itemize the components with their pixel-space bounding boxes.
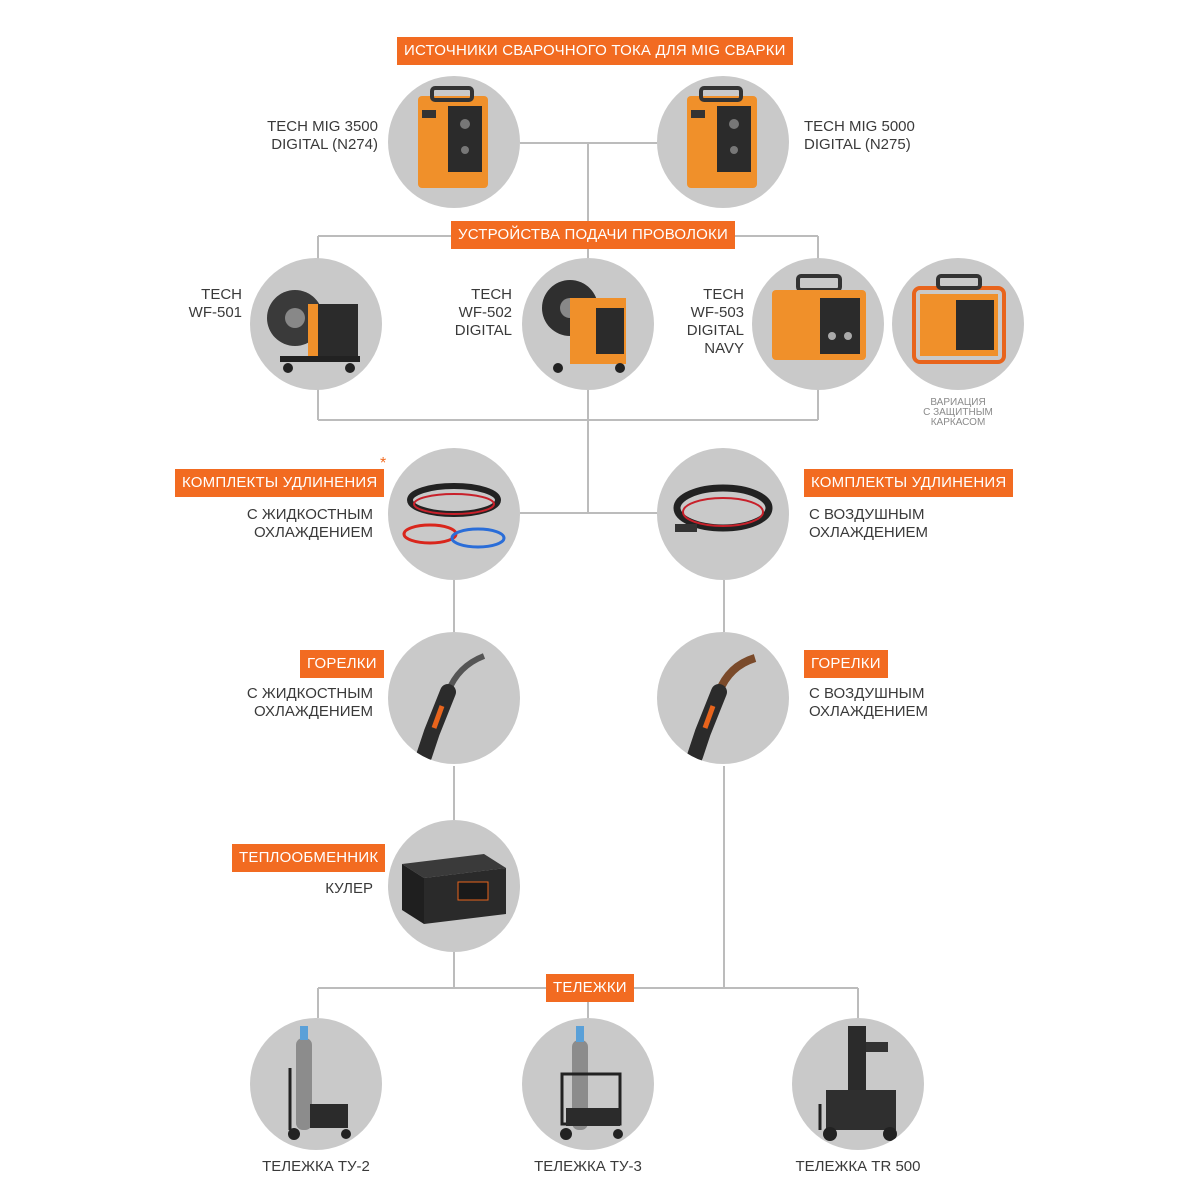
extension-kit-air-circle bbox=[657, 448, 789, 580]
protective-frame-feeder-icon bbox=[912, 274, 1006, 364]
power-source-model-1: DIGITAL (N274) bbox=[271, 136, 378, 153]
power-source-label-1: TECH MIG 3500 DIGITAL (N274) bbox=[240, 118, 378, 154]
cable-hose-liquid-icon bbox=[402, 483, 506, 549]
extension-kit-liquid-line-2: ОХЛАЖДЕНИЕМ bbox=[254, 524, 373, 541]
torch-liquid-label: С ЖИДКОСТНЫМ ОХЛАЖДЕНИЕМ bbox=[220, 685, 373, 721]
wire-feeder-frame-variation-circle bbox=[892, 258, 1024, 390]
wire-feeder-circle-1 bbox=[250, 258, 382, 390]
wire-feeder-circle-3 bbox=[752, 258, 884, 390]
asterisk-mark: * bbox=[380, 455, 387, 472]
torch-liquid-line-2: ОХЛАЖДЕНИЕМ bbox=[254, 703, 373, 720]
wire-feeder-2-line-1: TECH bbox=[471, 286, 512, 303]
extension-kit-liquid-label: С ЖИДКОСТНЫМ ОХЛАЖДЕНИЕМ bbox=[220, 506, 373, 542]
variation-note: ВАРИАЦИЯ С ЗАЩИТНЫМ КАРКАСОМ bbox=[908, 398, 1008, 428]
power-source-name-1: TECH MIG 3500 bbox=[267, 118, 378, 135]
torches-liquid-badge: ГОРЕЛКИ bbox=[300, 650, 384, 678]
gas-trolley-icon bbox=[288, 1026, 351, 1140]
variation-note-line-3: КАРКАСОМ bbox=[930, 417, 986, 428]
trolley-ty2-label: ТЕЛЕЖКА ТУ-2 bbox=[262, 1158, 370, 1175]
wire-feeder-2-line-2: WF-502 bbox=[458, 304, 512, 321]
welder-icon bbox=[418, 86, 488, 188]
trolley-tr500-label: ТЕЛЕЖКА TR 500 bbox=[795, 1158, 921, 1175]
wire-feeder-label-3: TECH WF-503 DIGITAL NAVY bbox=[652, 286, 744, 358]
torch-icon bbox=[416, 653, 486, 764]
wire-feeder-3-line-4: NAVY bbox=[704, 340, 744, 357]
trolley-ty3-label: ТЕЛЕЖКА ТУ-3 bbox=[534, 1158, 642, 1175]
torch-liquid-line-1: С ЖИДКОСТНЫМ bbox=[246, 685, 373, 702]
torches-air-badge: ГОРЕЛКИ bbox=[804, 650, 888, 678]
extension-kits-liquid-badge: КОМПЛЕКТЫ УДЛИНЕНИЯ bbox=[175, 469, 385, 497]
trolleys-badge: ТЕЛЕЖКИ bbox=[546, 974, 634, 1002]
torch-air-line-1: С ВОЗДУШНЫМ bbox=[809, 685, 925, 702]
wire-feeder-3-line-2: WF-503 bbox=[690, 304, 744, 321]
wire-feeder-circle-2 bbox=[522, 258, 654, 390]
gas-trolley-icon bbox=[560, 1026, 623, 1140]
extension-kit-air-label: С ВОЗДУШНЫМ ОХЛАЖДЕНИЕМ bbox=[809, 506, 928, 542]
trolley-ty2-circle bbox=[250, 1018, 382, 1150]
power-sources-badge: ИСТОЧНИКИ СВАРОЧНОГО ТОКА ДЛЯ MIG СВАРКИ bbox=[397, 37, 793, 65]
wire-feeder-3-line-1: TECH bbox=[703, 286, 744, 303]
torch-air-circle bbox=[657, 632, 789, 764]
extension-kits-air-badge: КОМПЛЕКТЫ УДЛИНЕНИЯ bbox=[804, 469, 1014, 497]
cooler-label: КУЛЕР bbox=[325, 880, 373, 897]
welder-icon bbox=[687, 86, 757, 188]
trolley-tr500-circle bbox=[792, 1018, 924, 1150]
wire-feeder-icon bbox=[267, 290, 360, 373]
extension-kit-liquid-line-1: С ЖИДКОСТНЫМ bbox=[246, 506, 373, 523]
trolley-ty3-circle bbox=[522, 1018, 654, 1150]
wire-feeders-badge: УСТРОЙСТВА ПОДАЧИ ПРОВОЛОКИ bbox=[451, 221, 735, 249]
extension-kit-liquid-circle bbox=[388, 448, 520, 580]
wire-feeder-3-line-3: DIGITAL bbox=[686, 322, 744, 339]
power-source-model-2: DIGITAL (N275) bbox=[804, 136, 911, 153]
variation-note-line-1: ВАРИАЦИЯ bbox=[930, 397, 986, 408]
power-source-circle-1 bbox=[388, 76, 520, 208]
wire-feeder-icon bbox=[542, 280, 626, 373]
power-source-label-2: TECH MIG 5000 DIGITAL (N275) bbox=[804, 118, 915, 154]
torch-air-label: С ВОЗДУШНЫМ ОХЛАЖДЕНИЕМ bbox=[809, 685, 928, 721]
power-source-name-2: TECH MIG 5000 bbox=[804, 118, 915, 135]
heat-exchanger-circle bbox=[388, 820, 520, 952]
torch-icon bbox=[687, 654, 757, 764]
extension-kit-air-line-1: С ВОЗДУШНЫМ bbox=[809, 506, 925, 523]
cooler-icon bbox=[402, 854, 506, 924]
trolley-tr500-icon bbox=[818, 1026, 897, 1141]
wire-feeder-icon bbox=[772, 274, 866, 360]
variation-note-line-2: С ЗАЩИТНЫМ bbox=[923, 407, 993, 418]
wire-feeder-2-line-3: DIGITAL bbox=[454, 322, 512, 339]
wire-feeder-label-2: TECH WF-502 DIGITAL bbox=[420, 286, 512, 340]
cable-hose-air-icon bbox=[673, 484, 773, 532]
heat-exchanger-badge: ТЕПЛООБМЕННИК bbox=[232, 844, 386, 872]
torch-liquid-circle bbox=[388, 632, 520, 764]
torch-air-line-2: ОХЛАЖДЕНИЕМ bbox=[809, 703, 928, 720]
power-source-circle-2 bbox=[657, 76, 789, 208]
wire-feeder-1-line-1: TECH bbox=[201, 286, 242, 303]
wire-feeder-1-line-2: WF-501 bbox=[188, 304, 242, 321]
extension-kit-air-line-2: ОХЛАЖДЕНИЕМ bbox=[809, 524, 928, 541]
wire-feeder-label-1: TECH WF-501 bbox=[150, 286, 242, 322]
